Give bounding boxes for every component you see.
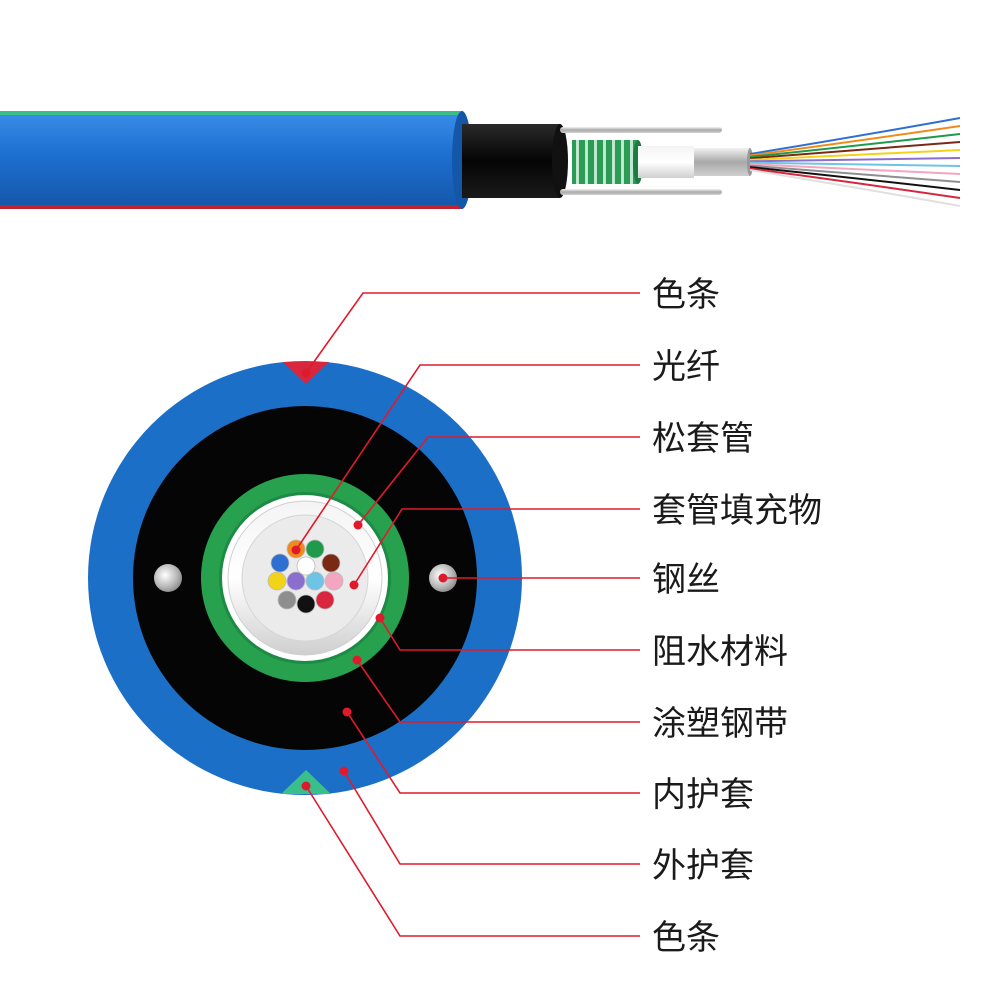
label-water-blocking: 阻水材料 <box>652 632 788 672</box>
leader-fiber <box>295 364 640 551</box>
side-fiber-10 <box>749 166 961 191</box>
cable-cross-section <box>88 361 522 795</box>
label-tube-filler: 套管填充物 <box>652 491 822 531</box>
leader-dot-loose-tube <box>353 520 363 530</box>
side-fiber-7 <box>749 161 961 167</box>
fiber-core-11 <box>315 590 335 610</box>
fiber-core-12 <box>296 556 316 576</box>
tube-filler-area <box>241 514 369 642</box>
side-fiber-5 <box>749 149 961 161</box>
side-fiber-6 <box>749 157 961 163</box>
leader-color-strip-top <box>305 292 640 374</box>
leader-loose-tube <box>357 436 640 526</box>
leader-dot-steel-wire <box>438 573 448 583</box>
label-steel-wire: 钢丝 <box>652 560 720 600</box>
leader-dot-tube-filler <box>349 580 359 590</box>
side-inner-sheath <box>462 124 560 198</box>
side-outer-sheath <box>0 111 462 209</box>
side-color-strip-top <box>0 111 462 115</box>
leader-coated-steel-tape <box>356 659 640 723</box>
side-fiber-2 <box>749 125 961 157</box>
cable-side-view <box>0 111 961 209</box>
leader-dot-inner-sheath <box>342 707 352 717</box>
leader-dot-color-strip-bottom <box>301 781 311 791</box>
fiber-core-7 <box>305 571 325 591</box>
label-list: 色条 光纤 松套管 套管填充物 钢丝 阻水材料 涂塑钢带 内护套 外护套 色条 <box>652 275 822 958</box>
label-coated-steel-tape: 涂塑钢带 <box>652 704 788 744</box>
side-fiber-1 <box>749 117 961 155</box>
leader-dot-fiber <box>291 545 301 555</box>
fiber-core-1 <box>270 553 290 573</box>
side-steel-wire-top <box>560 127 722 133</box>
fiber-core-10 <box>296 594 316 614</box>
side-fiber-8 <box>749 163 961 175</box>
label-color-strip-bottom: 色条 <box>652 918 720 958</box>
side-fiber-9 <box>749 164 961 183</box>
fiber-core-4 <box>321 553 341 573</box>
leader-tube-filler <box>353 508 640 586</box>
side-fiber-4 <box>749 141 961 160</box>
leader-color-strip-bottom <box>305 785 640 937</box>
side-fiber-3 <box>749 133 961 158</box>
side-inner-sheath-end <box>552 124 568 198</box>
fiber-core-9 <box>277 590 297 610</box>
side-loose-tube <box>638 146 694 178</box>
side-coated-steel-tape <box>572 140 638 184</box>
leader-dot-water-blocking <box>375 613 385 623</box>
side-color-strip-bottom <box>0 205 462 209</box>
side-steel-wire-bottom <box>560 189 722 195</box>
leader-inner-sheath <box>346 711 640 794</box>
leader-dot-color-strip-top <box>301 368 311 378</box>
leader-dot-outer-sheath <box>339 766 349 776</box>
leader-dot-coated-steel-tape <box>352 655 362 665</box>
label-color-strip-top: 色条 <box>652 275 720 315</box>
fiber-core-8 <box>324 571 344 591</box>
label-inner-sheath: 内护套 <box>652 775 754 815</box>
leader-water-blocking <box>379 617 640 651</box>
label-loose-tube: 松套管 <box>652 419 754 459</box>
fiber-core-5 <box>267 571 287 591</box>
steel-wire-left <box>154 564 182 592</box>
side-fiber-12 <box>749 169 961 207</box>
side-fiber-11 <box>749 167 961 199</box>
label-fiber: 光纤 <box>652 347 720 387</box>
side-tube-core <box>694 148 750 176</box>
leader-lines <box>291 292 640 937</box>
leader-outer-sheath <box>343 770 640 865</box>
fiber-core-6 <box>286 571 306 591</box>
fiber-core-3 <box>305 539 325 559</box>
label-outer-sheath: 外护套 <box>652 846 754 886</box>
side-fiber-bundle <box>749 117 961 207</box>
